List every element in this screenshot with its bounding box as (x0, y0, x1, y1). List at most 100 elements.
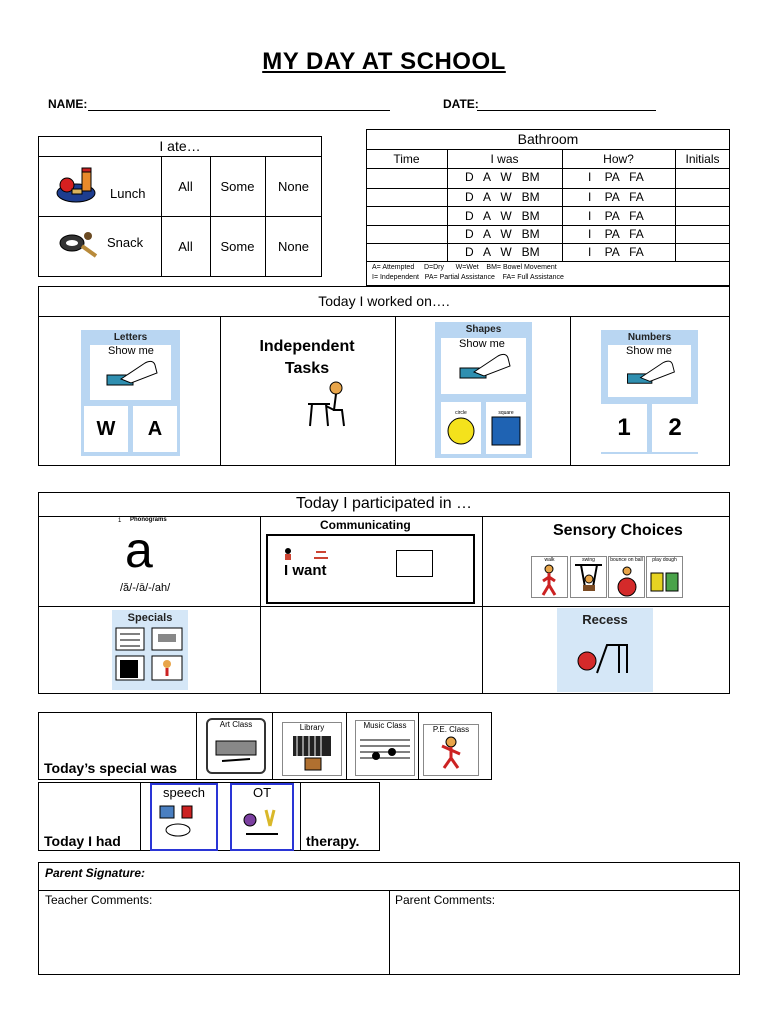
showme-text: Show me (459, 338, 505, 350)
sensory-swing[interactable]: swing (570, 556, 607, 598)
name-label: NAME: (48, 97, 88, 111)
teacher-comments-field[interactable] (40, 908, 387, 972)
lunch-all[interactable]: All (178, 178, 193, 194)
snack-all[interactable]: All (178, 239, 193, 254)
lunch-some[interactable]: Some (220, 178, 255, 194)
phonogram-letter: a (125, 522, 153, 578)
col-how: How? (603, 151, 634, 166)
therapy-label: Today I had (44, 833, 121, 849)
phonogram-number: 1 (118, 518, 122, 524)
bathroom-legend-2: I= Independent PA= Partial Assistance FA… (372, 274, 564, 281)
phonogram-sounds: /ă/-/ā/-/ah/ (120, 582, 171, 594)
parent-signature-label: Parent Signature: (45, 866, 146, 880)
specials-card: Specials (112, 610, 188, 690)
participated-header: Today I participated in … (295, 495, 473, 512)
sensory-caption: play dough (652, 557, 677, 563)
col-initials: Initials (685, 151, 720, 166)
ate-header: I ate… (159, 138, 201, 154)
lunch-label: Lunch (110, 186, 146, 201)
worked-section (38, 286, 730, 466)
swing-icon (575, 564, 602, 591)
recess-card: Recess (557, 608, 653, 692)
special-caption: Art Class (219, 720, 253, 729)
special-caption: Library (299, 723, 325, 732)
yellow-circle-icon (447, 417, 475, 445)
communicating-card (266, 534, 475, 604)
bathroom-row-was[interactable]: D A W BM (465, 209, 540, 223)
teacher-comments-label: Teacher Comments: (45, 893, 153, 907)
letter-a-tile[interactable]: A (133, 406, 177, 452)
lunch-tray-icon (55, 165, 97, 205)
special-row (38, 712, 492, 780)
bathroom-row-how[interactable]: I PA FA (588, 209, 644, 223)
specials-title: Specials (127, 612, 173, 624)
bathroom-row-was[interactable]: D A W BM (465, 245, 540, 259)
sensory-title: Sensory Choices (553, 522, 683, 539)
special-music[interactable]: Music Class (355, 720, 415, 776)
letters-showme: Show me (90, 345, 171, 400)
sensory-caption: swing (582, 557, 595, 563)
recess-title: Recess (582, 612, 628, 627)
therapy-caption: speech (163, 785, 205, 800)
pointing-hand-icon (459, 353, 511, 379)
name-field[interactable] (88, 110, 390, 111)
walk-icon (541, 564, 557, 596)
bathroom-legend-1: A= Attempted D=Dry W=Wet BM= Bowel Movem… (372, 264, 557, 271)
special-label: Today’s special was (44, 760, 178, 776)
therapy-ot[interactable]: OT (230, 783, 294, 851)
lunch-none[interactable]: None (277, 178, 310, 194)
bathroom-row-was[interactable]: D A W BM (465, 170, 540, 184)
sensory-walk[interactable]: walk (531, 556, 568, 598)
independent-line2: Tasks (284, 360, 330, 377)
speech-icon (159, 805, 193, 837)
sensory-playdough[interactable]: play dough (646, 556, 683, 598)
col-time: Time (393, 151, 420, 166)
sensory-ball[interactable]: bounce on ball (608, 556, 645, 598)
bathroom-row-how[interactable]: I PA FA (588, 227, 644, 241)
snack-pretzel-icon (58, 226, 100, 260)
snack-some[interactable]: Some (220, 239, 255, 254)
number-2-tile[interactable]: 2 (652, 404, 698, 452)
special-caption: P.E. Class (432, 725, 470, 734)
student-desk-icon (306, 380, 350, 430)
want-choice-box[interactable] (396, 550, 433, 577)
special-art[interactable]: Art Class (206, 718, 266, 774)
library-icon (293, 736, 331, 771)
play-dough-icon (650, 572, 679, 592)
blue-square-icon (491, 416, 521, 446)
bathroom-row-how[interactable]: I PA FA (588, 245, 644, 259)
parent-comments-field[interactable] (391, 908, 738, 972)
sensory-caption: walk (544, 557, 555, 563)
bathroom-row-how[interactable]: I PA FA (588, 170, 644, 184)
number-1-tile[interactable]: 1 (601, 404, 647, 452)
snack-none[interactable]: None (277, 239, 310, 254)
bathroom-row-was[interactable]: D A W BM (465, 190, 540, 204)
numbers-title: Numbers (627, 332, 672, 343)
bathroom-row-was[interactable]: D A W BM (465, 227, 540, 241)
person-icons (282, 546, 332, 562)
shapes-showme: Show me (441, 338, 526, 394)
shapes-title: Shapes (465, 324, 502, 335)
circle-caption: circle (455, 410, 467, 416)
art-class-icon (215, 740, 257, 762)
letter-w-tile[interactable]: W (84, 406, 128, 452)
date-field[interactable] (477, 110, 656, 111)
showme-text: Show me (108, 345, 154, 357)
recess-ball-icon (577, 644, 628, 674)
bathroom-row-how[interactable]: I PA FA (588, 190, 644, 204)
special-pe[interactable]: P.E. Class (423, 724, 479, 776)
pointing-hand-icon (626, 360, 675, 384)
worked-header: Today I worked on…. (318, 293, 450, 309)
therapy-speech[interactable]: speech (150, 783, 218, 851)
special-library[interactable]: Library (282, 722, 342, 776)
square-tile[interactable]: square (486, 402, 526, 454)
snack-label: Snack (107, 235, 144, 250)
pointing-hand-icon (106, 360, 158, 386)
i-want-text: I want (284, 562, 327, 579)
circle-tile[interactable]: circle (441, 402, 481, 454)
ate-table (38, 136, 322, 277)
col-iwas: I was (490, 151, 519, 166)
bathroom-header: Bathroom (517, 131, 579, 147)
page-title: MY DAY AT SCHOOL (262, 48, 506, 75)
communicating-title: Communicating (320, 518, 411, 532)
